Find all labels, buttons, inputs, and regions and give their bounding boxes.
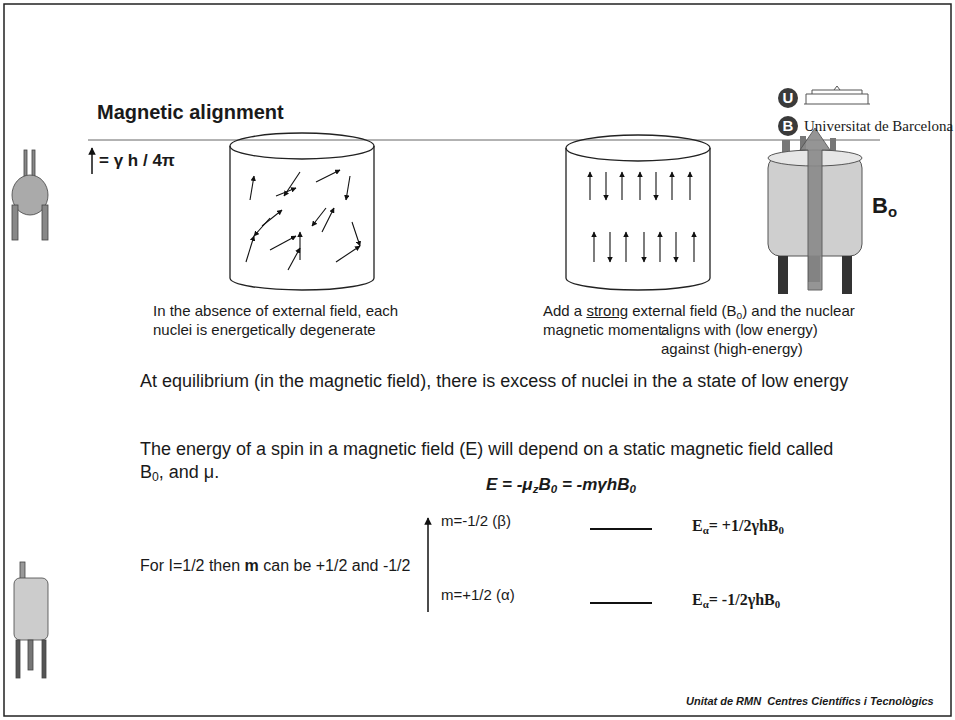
text-line: B bbox=[783, 117, 794, 136]
label-text: m=-1/2 (β) bbox=[441, 512, 511, 529]
subscript: 0 bbox=[152, 470, 159, 484]
spin-arrow bbox=[609, 232, 610, 262]
label-text: strong bbox=[586, 302, 628, 319]
label-text: B bbox=[872, 193, 888, 218]
label-text: = γ h / 4π bbox=[99, 151, 175, 170]
label-text: aligns with (low energy) bbox=[661, 321, 818, 338]
label-text: = +1/2γhB bbox=[709, 517, 779, 534]
label-text: against (high-energy) bbox=[661, 340, 803, 357]
subscript: o bbox=[888, 203, 897, 220]
label-text: Unitat de RMN Centres Científics i Tecno… bbox=[686, 695, 934, 707]
label-text: Universitat de Barcelona bbox=[804, 118, 953, 134]
label-text: E bbox=[692, 517, 703, 534]
text-line: Add astrongexternal field (Bo) and the n… bbox=[543, 302, 855, 323]
label-text: For I=1/2 then bbox=[140, 557, 240, 574]
spin-arrow bbox=[605, 172, 606, 200]
moment-arrow bbox=[91, 148, 93, 174]
energy-axis bbox=[427, 518, 429, 612]
spin-arrow bbox=[659, 232, 660, 262]
subscript: o bbox=[737, 310, 743, 321]
subscript: α bbox=[703, 598, 709, 610]
text-line: m=-1/2 (β) bbox=[441, 512, 511, 531]
spin-arrow bbox=[299, 232, 300, 260]
subscript: 0 bbox=[775, 598, 780, 610]
text-line: aligns with (low energy) bbox=[661, 321, 818, 340]
text-line: Eα= +1/2γhB0 bbox=[692, 516, 784, 538]
aligned-spins bbox=[590, 172, 694, 262]
energy-level bbox=[590, 602, 652, 604]
spin-arrow bbox=[254, 218, 270, 236]
title-text: Magnetic alignment bbox=[97, 101, 284, 123]
spin-arrow bbox=[270, 236, 296, 250]
text-line: Bo bbox=[872, 192, 897, 222]
spin-arrow bbox=[316, 170, 340, 182]
text-line: In the absence of external field, each n… bbox=[153, 302, 423, 340]
subscript: 0 bbox=[778, 524, 783, 536]
spin-arrow bbox=[621, 172, 622, 200]
nmr-magnet bbox=[768, 128, 862, 294]
spin-arrow bbox=[312, 208, 326, 226]
spin-arrow bbox=[246, 236, 254, 262]
spin-arrow bbox=[655, 172, 656, 200]
subscript: α bbox=[703, 524, 709, 536]
energy-level bbox=[590, 528, 652, 530]
spin-arrow bbox=[589, 172, 590, 200]
spin-arrow bbox=[625, 232, 626, 262]
spin-arrow bbox=[643, 232, 644, 262]
label-text: In the absence of external field, each n… bbox=[153, 302, 398, 338]
sample-cylinder bbox=[230, 133, 374, 290]
spectrometer-thumbnail bbox=[14, 562, 48, 678]
subscript: 0 bbox=[629, 483, 635, 495]
text-line: Universitat de Barcelona bbox=[804, 117, 953, 136]
slide-title: Magnetic alignment bbox=[97, 100, 284, 125]
text-line: Eα= -1/2γhB0 bbox=[692, 590, 780, 612]
title-rule bbox=[88, 140, 880, 141]
text-line: = γ h / 4π bbox=[99, 150, 175, 171]
text-line: magnetic moment: bbox=[543, 321, 666, 340]
spin-arrow bbox=[675, 232, 676, 262]
label-text: ) and the nuclear bbox=[742, 302, 855, 319]
label-text: Add a bbox=[543, 302, 582, 319]
spin-arrow bbox=[671, 172, 672, 200]
label-text: B bbox=[783, 117, 794, 134]
label-text: B bbox=[538, 475, 550, 494]
label-text: E bbox=[692, 591, 703, 608]
label-text: At equilibrium (in the magnetic field), … bbox=[140, 371, 848, 391]
label-text: = -1/2γhB bbox=[709, 591, 775, 608]
text-line: At equilibrium (in the magnetic field), … bbox=[140, 370, 860, 393]
label-text: can be +1/2 and -1/2 bbox=[263, 557, 410, 574]
text-line: m=+1/2 (α) bbox=[441, 586, 515, 605]
slide-border bbox=[4, 4, 951, 716]
label-text: E = -μ bbox=[486, 475, 533, 494]
spin-arrow bbox=[593, 232, 594, 262]
spin-arrow bbox=[276, 188, 296, 196]
text-line: against (high-energy) bbox=[661, 340, 803, 359]
spectrometer-thumbnail bbox=[12, 150, 48, 240]
spin-arrow bbox=[689, 172, 690, 200]
spin-arrow bbox=[346, 176, 350, 200]
label-text: m bbox=[245, 557, 259, 574]
label-text: external field (B bbox=[632, 302, 736, 319]
label-text: , and μ. bbox=[159, 462, 219, 482]
spin-arrow bbox=[250, 176, 254, 200]
spin-arrow bbox=[693, 232, 694, 262]
label-text: m=+1/2 (α) bbox=[441, 586, 515, 603]
text-line: For I=1/2 then mcan be +1/2 and -1/2 bbox=[140, 556, 410, 576]
spin-arrow bbox=[336, 246, 360, 262]
spin-arrow bbox=[352, 222, 360, 246]
sample-cylinder bbox=[566, 135, 710, 290]
subscript: 0 bbox=[551, 483, 557, 495]
text-line: U bbox=[783, 89, 794, 108]
subscript: z bbox=[533, 483, 539, 495]
label-text: = -mγhB bbox=[562, 475, 630, 494]
text-line: E = -μzB0= -mγhB0 bbox=[486, 474, 636, 497]
text-line: Unitat de RMN Centres Científics i Tecno… bbox=[686, 695, 934, 709]
random-spins bbox=[246, 170, 360, 270]
label-text: magnetic moment: bbox=[543, 321, 666, 338]
spin-arrow bbox=[639, 172, 640, 200]
spin-arrow bbox=[288, 248, 300, 270]
label-text: U bbox=[783, 89, 794, 106]
